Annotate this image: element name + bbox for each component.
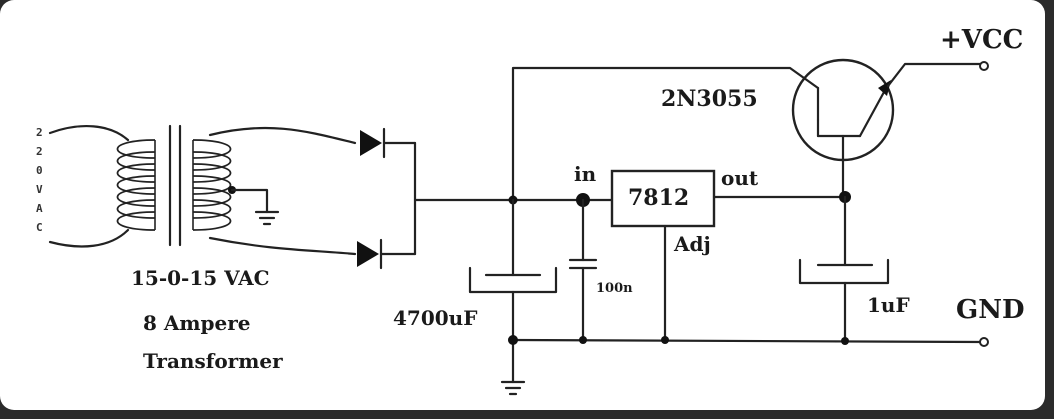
gnd-terminal <box>979 337 989 347</box>
capacitor-100n <box>568 198 598 342</box>
ground-icon <box>500 380 526 396</box>
node-ground-cap <box>508 335 518 345</box>
center-tap-ground-icon <box>254 210 280 226</box>
node-ground-1uf <box>841 337 849 345</box>
secondary-lead-top <box>208 126 357 145</box>
schematic-canvas: 2 2 0 V A C <box>0 0 1045 410</box>
center-tap-wire <box>230 188 269 214</box>
svg-text:V: V <box>36 183 43 196</box>
vcc-terminal <box>979 61 989 71</box>
secondary-lead-bottom <box>208 236 357 256</box>
primary-lead-bottom <box>48 228 130 248</box>
transformer-voltage-label: 15-0-15 VAC <box>131 266 270 290</box>
regulator-7812 <box>610 169 716 228</box>
svg-text:2: 2 <box>36 145 43 158</box>
emitter-lead <box>858 90 886 138</box>
diode-bottom <box>357 238 417 270</box>
capacitor-1uf-label: 1uF <box>867 293 910 317</box>
transistor-2n3055 <box>791 58 895 199</box>
diode-top <box>360 127 417 159</box>
svg-text:2: 2 <box>36 126 43 139</box>
svg-text:C: C <box>36 221 43 234</box>
transistor-label: 2N3055 <box>661 86 758 112</box>
vcc-output-wire <box>886 62 985 88</box>
input-voltage-label: 2 2 0 V A C <box>36 126 43 234</box>
secondary-coil <box>192 139 232 231</box>
regulator-label: 7812 <box>628 185 689 211</box>
capacitor-4700uf <box>468 198 558 384</box>
capacitor-100n-label: 100n <box>596 281 633 296</box>
regulator-out-label: out <box>721 166 759 190</box>
svg-text:0: 0 <box>36 164 43 177</box>
capacitor-1uf <box>798 195 890 342</box>
transformer-symbol <box>48 124 357 256</box>
svg-text:A: A <box>36 202 43 215</box>
regulator-in-label: in <box>574 162 597 186</box>
regulator-adj-label: Adj <box>673 232 711 256</box>
vcc-label: +VCC <box>940 25 1023 55</box>
transformer-current-label: 8 Ampere <box>143 311 251 335</box>
gnd-label: GND <box>956 295 1025 325</box>
circuit-schematic: 2 2 0 V A C <box>36 25 1025 396</box>
primary-lead-top <box>48 125 130 142</box>
capacitor-4700uf-label: 4700uF <box>393 306 477 330</box>
node-ground-adj <box>661 336 669 344</box>
primary-coil <box>116 139 156 231</box>
ground-rail <box>511 338 985 344</box>
transformer-name-label: Transformer <box>143 349 283 373</box>
node-ground-100n <box>579 336 587 344</box>
